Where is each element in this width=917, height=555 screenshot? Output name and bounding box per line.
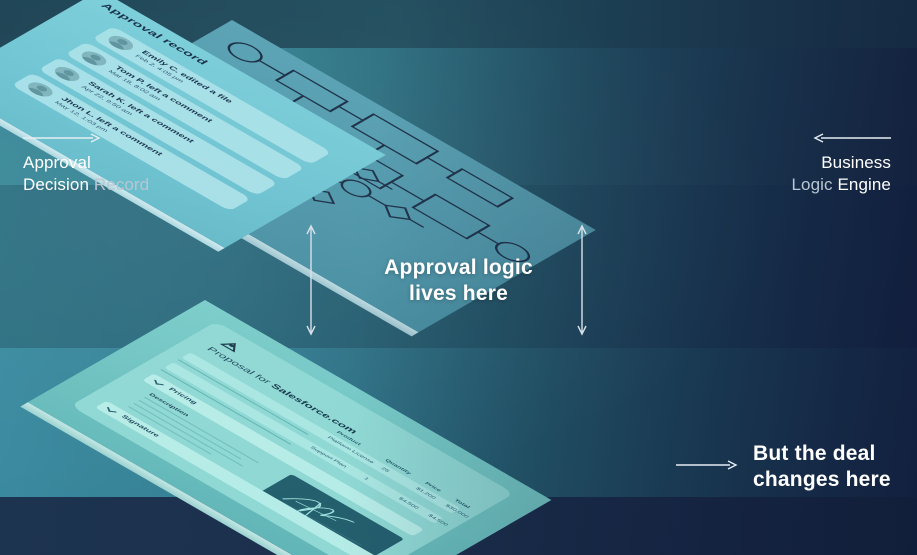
label-line-2: Logic Engine [791, 174, 891, 196]
deal-label-line-1: But the deal [753, 442, 876, 465]
avatar-icon [104, 33, 138, 53]
deal-label-line-2: changes here [753, 468, 891, 491]
label-line-2: Decision Record [23, 174, 149, 196]
arrow-right-icon [676, 459, 738, 473]
arrow-left-icon [813, 132, 891, 146]
chevron-down-icon [106, 407, 117, 413]
center-caption-line-1: Approval logic [384, 256, 533, 279]
label-dim: Record [93, 175, 150, 194]
arrow-right-icon [23, 132, 101, 146]
center-caption: Approval logic lives here [0, 255, 917, 307]
avatar-icon [77, 48, 111, 69]
label-line-1: Business [821, 153, 891, 172]
double-arrow-vertical-icon [305, 224, 317, 336]
label-business-logic-engine: Business Logic Engine [791, 152, 891, 196]
label-strong: Engine [837, 175, 891, 194]
label-approval-decision-record: Approval Decision Record [23, 152, 149, 196]
proposal-document: Proposal for Salesforce.com Product Quan… [70, 321, 515, 555]
label-dim: Logic [791, 175, 838, 194]
plane-surface: Proposal for Salesforce.com Product Quan… [27, 300, 552, 555]
avatar-icon [23, 79, 58, 100]
center-caption-line-2: lives here [409, 282, 508, 305]
avatar-icon [50, 64, 84, 84]
label-deal-changes: But the deal changes here [753, 441, 891, 493]
chevron-down-icon [154, 379, 164, 386]
company-logo-icon [219, 343, 236, 353]
label-line-1: Approval [23, 153, 91, 172]
proposal-document-plane: Proposal for Salesforce.com Product Quan… [20, 300, 552, 555]
label-strong: Decision [23, 175, 94, 194]
double-arrow-vertical-icon [576, 224, 588, 336]
